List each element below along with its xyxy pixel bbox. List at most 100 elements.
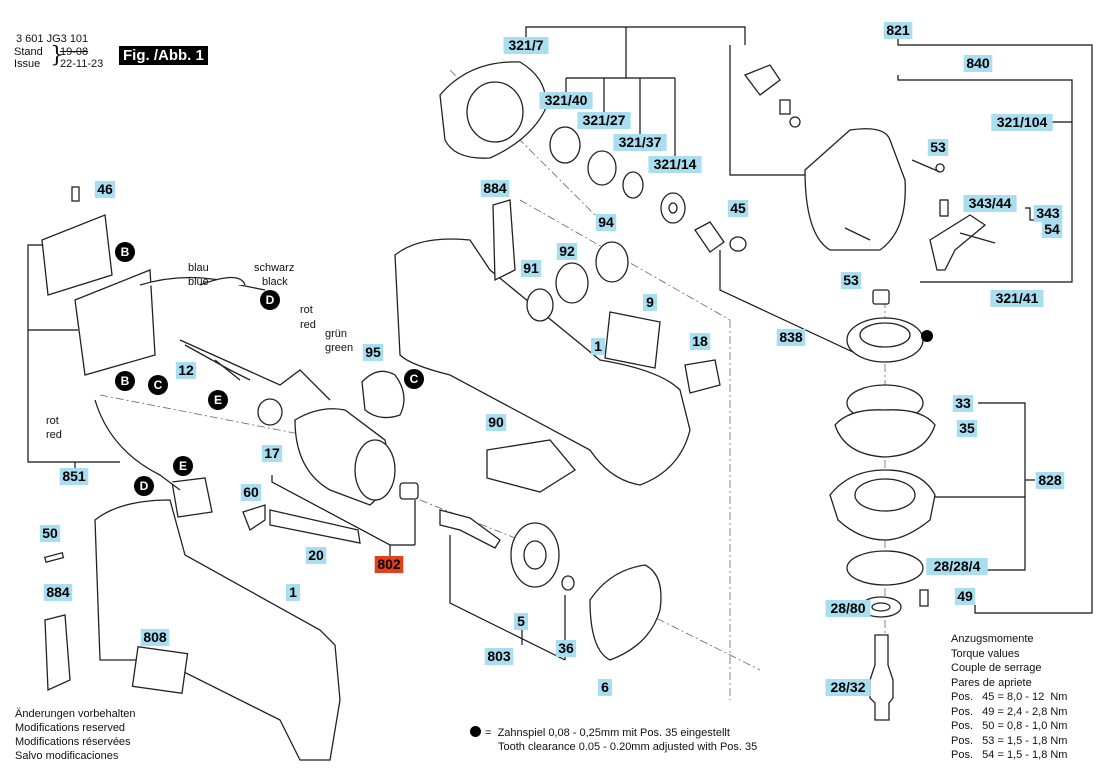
spindle-lock-button-part	[743, 64, 781, 96]
note-line: Modifications reserved	[15, 722, 126, 734]
footnote-line-1: Zahnspiel 0,08 - 0,25mm mit Pos. 35 eing…	[497, 727, 730, 739]
part-label-bg	[362, 344, 384, 361]
lock-lever-part	[929, 214, 987, 271]
electronics-module-part	[74, 269, 156, 376]
svg-text:45: 45	[730, 200, 746, 216]
part-label-1: 1	[286, 584, 300, 601]
svg-text:28/32: 28/32	[830, 679, 865, 695]
part-label-321-14: 321/14	[648, 156, 702, 173]
part-label-91: 91	[520, 260, 542, 277]
svg-text:33: 33	[955, 395, 971, 411]
torque-title: Anzugsmomente	[951, 633, 1034, 645]
torque-row: Pos. 50 = 0,8 - 1,0 Nm	[951, 720, 1068, 732]
part-label-bg	[595, 214, 617, 231]
torque-title: Couple de serrage	[951, 662, 1042, 674]
torque-title: Torque values	[951, 647, 1020, 660]
connector-bubbles: B D B C E C E D	[115, 242, 424, 496]
bushing-part	[872, 289, 890, 305]
o-ring-28-28-4-part	[846, 550, 924, 586]
svg-text:B: B	[121, 245, 130, 259]
part-label-46: 46	[94, 181, 116, 198]
connector-e-mid: E	[208, 390, 228, 410]
screw-50-part	[43, 551, 65, 564]
spring-46-part	[71, 186, 80, 202]
part-label-12: 12	[175, 362, 197, 379]
part-label-bg	[952, 395, 974, 412]
svg-text:321/14: 321/14	[654, 156, 697, 172]
bearing-plate-94-part	[595, 241, 629, 283]
part-label-95: 95	[362, 344, 384, 361]
part-label-884: 884	[43, 584, 73, 601]
svg-text:321/40: 321/40	[545, 92, 588, 108]
svg-text:53: 53	[843, 272, 859, 288]
part-label-bg	[727, 200, 749, 217]
part-label-851: 851	[59, 468, 89, 485]
svg-text:46: 46	[97, 181, 113, 197]
part-label-33: 33	[952, 395, 974, 412]
part-label-bg	[591, 338, 605, 355]
torque-table: Anzugsmomente Torque values Couple de se…	[951, 632, 1067, 763]
part-label-bg	[1041, 221, 1063, 238]
stand-label: Stand	[14, 46, 43, 58]
part-label-1: 1	[591, 338, 605, 355]
part-label-321-27: 321/27	[577, 112, 631, 129]
connector-b-top: B	[115, 242, 135, 262]
part-label-bg	[556, 243, 578, 260]
screw-49-part	[919, 589, 929, 607]
part-label-bg	[963, 195, 1017, 212]
svg-text:9: 9	[646, 294, 654, 310]
issue-date: 22-11-23	[60, 58, 104, 70]
part-label-bg	[648, 156, 702, 173]
torque-row: Pos. 54 = 1,5 - 1,8 Nm	[951, 749, 1068, 761]
part-label-bg	[43, 584, 73, 601]
part-label-bg	[520, 260, 542, 277]
svg-text:6: 6	[601, 679, 609, 695]
part-label-53: 53	[840, 272, 862, 289]
issue-label: Issue	[14, 58, 41, 70]
part-label-bg	[485, 414, 507, 431]
part-label-bg	[503, 37, 549, 54]
spring-343-44-part	[939, 199, 949, 217]
svg-text:343: 343	[1036, 205, 1060, 221]
svg-text:808: 808	[143, 629, 167, 645]
part-label-bg	[374, 556, 404, 573]
note-line: Änderungen vorbehalten	[15, 708, 136, 720]
svg-text:94: 94	[598, 214, 614, 230]
svg-text:17: 17	[264, 445, 280, 461]
part-label-20: 20	[305, 547, 327, 564]
svg-text:92: 92	[559, 243, 575, 259]
svg-text:E: E	[179, 459, 187, 473]
slider-60-part	[242, 504, 266, 531]
part-label-bg	[59, 468, 89, 485]
part-label-321-104: 321/104	[991, 114, 1053, 131]
svg-text:C: C	[154, 378, 163, 392]
nut-45-part	[729, 236, 747, 252]
wire-label-blau: blau	[188, 262, 209, 274]
vent-cover-884b-part	[44, 614, 71, 691]
part-label-840: 840	[963, 55, 993, 72]
cover-18-part	[684, 359, 721, 394]
gasket-35-part	[834, 409, 936, 458]
svg-text:321/37: 321/37	[619, 134, 662, 150]
wire-labels: blau blue schwarz black rot red grün gre…	[46, 262, 353, 441]
svg-text:C: C	[410, 372, 419, 386]
part-label-bg	[577, 112, 631, 129]
figure-title: Fig. /Abb. 1	[119, 46, 208, 65]
svg-text:828: 828	[1038, 472, 1062, 488]
part-label-bg	[991, 114, 1053, 131]
part-label-bg	[927, 139, 949, 156]
svg-text:840: 840	[966, 55, 990, 71]
bullet-dot-icon	[470, 726, 481, 737]
svg-text:28/80: 28/80	[830, 600, 865, 616]
screw-53-part	[911, 159, 945, 173]
part-label-bg	[39, 525, 61, 542]
part-label-bg	[140, 629, 170, 646]
part-label-28-80: 28/80	[825, 600, 871, 617]
part-label-bg	[1033, 205, 1063, 222]
part-label-bg	[261, 445, 283, 462]
part-label-838: 838	[776, 329, 806, 346]
part-label-bg	[598, 679, 612, 696]
svg-text:821: 821	[886, 22, 910, 38]
part-label-60: 60	[240, 484, 262, 501]
part-label-bg	[514, 613, 528, 630]
